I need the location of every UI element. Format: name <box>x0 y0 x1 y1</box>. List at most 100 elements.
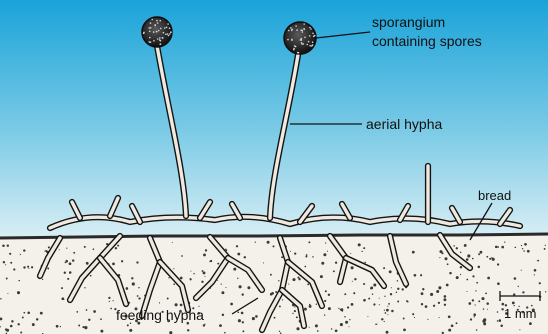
bread-dot <box>202 270 204 272</box>
bread-dot <box>305 256 307 258</box>
bread-dot <box>347 306 349 308</box>
bread-dot <box>478 300 480 302</box>
bread-dot <box>344 316 346 318</box>
bread-dot <box>522 248 523 249</box>
bread-dot <box>121 260 123 262</box>
bread-dot <box>65 262 67 264</box>
bread-dot <box>69 262 72 265</box>
bread-dot <box>485 293 487 295</box>
bread-dot <box>308 241 310 243</box>
bread-dot <box>64 272 66 274</box>
bread-dot <box>23 249 25 251</box>
bread-dot <box>483 318 486 321</box>
bread-dot <box>320 275 323 278</box>
bread-dot <box>439 317 440 318</box>
bread-dot <box>375 324 377 326</box>
bread-dot <box>364 262 366 264</box>
bread-dot <box>309 327 310 328</box>
bread-dot <box>513 293 515 295</box>
bread-dot <box>386 309 389 312</box>
spore-dot <box>167 33 169 35</box>
bread-dot <box>476 282 478 284</box>
bread-dot <box>136 261 138 263</box>
bread-dot <box>225 287 226 288</box>
spore-dot <box>163 32 165 34</box>
spore-dot <box>165 34 167 36</box>
bread-dot <box>78 325 80 327</box>
spore-dot <box>156 20 158 22</box>
bread-dot <box>396 292 398 294</box>
spore-dot <box>162 37 164 39</box>
bread-dot <box>478 266 481 269</box>
bread-dot <box>436 290 439 293</box>
bread-dot <box>351 266 354 269</box>
bread-dot <box>238 319 241 322</box>
spore-dot <box>170 31 172 33</box>
bread-dot <box>512 302 515 305</box>
bread-dot <box>448 315 451 318</box>
bread-dot <box>340 308 343 311</box>
spore-dot <box>309 45 311 47</box>
bread-dot <box>451 324 454 327</box>
bread-dot <box>267 241 270 244</box>
bread-dot <box>438 302 440 304</box>
bread-dot <box>18 280 19 281</box>
bread-dot <box>3 261 5 263</box>
bread-dot <box>534 269 537 272</box>
bread-dot <box>368 298 370 300</box>
spore-dot <box>287 39 289 41</box>
bread-dot <box>472 275 474 277</box>
spore-dot <box>169 27 171 29</box>
bread-dot <box>402 288 404 290</box>
bread-dot <box>340 323 343 326</box>
bread-dot <box>363 247 365 249</box>
bread-dot <box>225 248 227 250</box>
spore-dot <box>150 27 152 29</box>
bread-dot <box>412 313 414 315</box>
bread-dot <box>515 247 517 249</box>
bread-dot <box>361 251 362 252</box>
bread-dot <box>294 306 295 307</box>
bread-dot <box>17 291 20 294</box>
bread-dot <box>93 248 95 250</box>
bread-dot <box>414 317 415 318</box>
bread-dot <box>168 277 169 278</box>
bread-dot <box>315 324 318 327</box>
bread-dot <box>10 325 13 328</box>
bread-dot <box>403 329 406 332</box>
bread-dot <box>203 271 206 274</box>
bread-dot <box>31 266 33 268</box>
bread-dot <box>292 278 295 281</box>
bread-dot <box>430 293 433 296</box>
bread-dot <box>473 313 476 316</box>
bread-dot <box>84 326 87 329</box>
bread-dot <box>28 268 29 269</box>
bread-dot <box>159 302 160 303</box>
bread-dot <box>27 266 29 268</box>
bread-dot <box>139 298 141 300</box>
bread-dot <box>534 274 535 275</box>
bread-dot <box>325 290 327 292</box>
bread-dot <box>354 278 356 280</box>
bread-dot <box>13 268 15 270</box>
spore-dot <box>309 27 311 29</box>
bread-dot <box>86 262 89 265</box>
bread-dot <box>472 299 474 301</box>
bread-dot <box>27 312 30 315</box>
spore-dot <box>157 38 159 40</box>
bread-dot <box>167 298 169 300</box>
bread-dot <box>66 260 68 262</box>
bread-dot <box>45 250 47 252</box>
bread-dot <box>444 304 446 306</box>
bread-dot <box>270 293 273 296</box>
bread-dot <box>384 296 385 297</box>
bread-dot <box>203 324 205 326</box>
bread-dot <box>381 318 383 320</box>
spore-dot <box>153 31 155 33</box>
bread-dot <box>180 304 183 307</box>
bread-dot <box>373 303 375 305</box>
spore-dot <box>160 43 162 45</box>
bread-dot <box>350 253 351 254</box>
spore-dot <box>301 43 303 45</box>
bread-dot <box>296 316 298 318</box>
